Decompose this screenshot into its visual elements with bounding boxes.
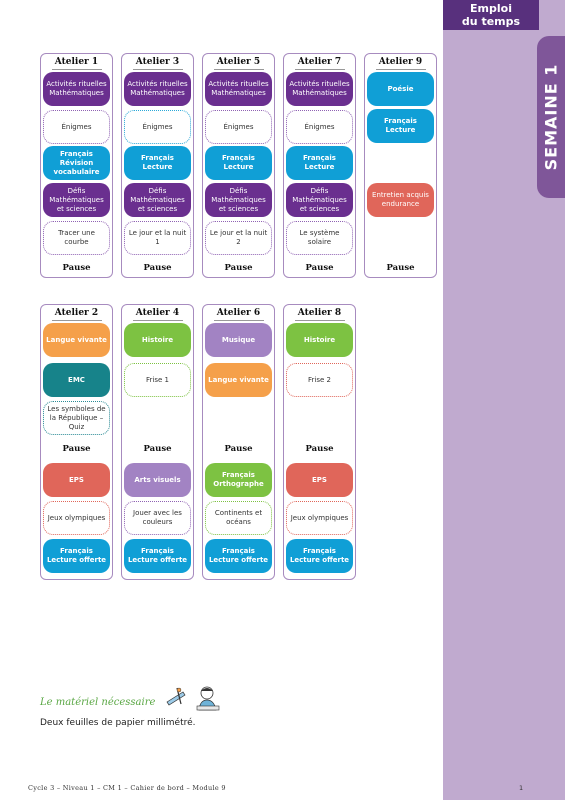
slot-jouer-couleurs: Jouer avec les couleurs: [124, 501, 191, 535]
slot-defis: Défis Mathématiques et sciences: [124, 183, 191, 217]
slot-poesie: Poésie: [367, 72, 434, 106]
slot-langue-vivante: Langue vivante: [43, 323, 110, 357]
pause-label: Pause: [305, 444, 334, 454]
slot-enigmes: Énigmes: [43, 110, 110, 144]
slot-activites-rituelles: Activités rituelles Mathématiques: [43, 72, 110, 106]
atelier-3: Atelier 3 Activités rituelles Mathématiq…: [121, 53, 194, 278]
slot-langue-vivante: Langue vivante: [205, 363, 272, 397]
slot-francais: Français Lecture: [367, 109, 434, 143]
slot-frise: Frise 1: [124, 363, 191, 397]
slot-francais: Français Lecture offerte: [286, 539, 353, 573]
atelier-title: Atelier 4: [122, 308, 193, 321]
atelier-title: Atelier 2: [41, 308, 112, 321]
pause-label: Pause: [386, 263, 415, 273]
slot-symboles: Les symboles de la République – Quiz: [43, 401, 110, 435]
pause-label: Pause: [224, 263, 253, 273]
slot-enigmes: Énigmes: [205, 110, 272, 144]
header-line2: du temps: [461, 15, 521, 28]
pause-label: Pause: [305, 263, 334, 273]
atelier-title: Atelier 8: [284, 308, 355, 321]
slot-emc: EMC: [43, 363, 110, 397]
atelier-title: Atelier 6: [203, 308, 274, 321]
slot-activites-rituelles: Activités rituelles Mathématiques: [286, 72, 353, 106]
page-number: 1: [519, 784, 524, 792]
materiel-text: Deux feuilles de papier millimétré.: [40, 718, 196, 728]
slot-defis: Défis Mathématiques et sciences: [286, 183, 353, 217]
slot-arts-visuels: Arts visuels: [124, 463, 191, 497]
slot-jeux-olympiques: Jeux olympiques: [43, 501, 110, 535]
slot-francais: Français Lecture: [205, 146, 272, 180]
atelier-title: Atelier 1: [41, 57, 112, 70]
slot-francais: Français Lecture: [124, 146, 191, 180]
header-tab: Emploi du temps: [443, 0, 539, 30]
slot-frise: Frise 2: [286, 363, 353, 397]
slot-entretien: Entretien acquis endurance: [367, 183, 434, 217]
week-tab: SEMAINE 1: [537, 36, 565, 198]
atelier-title: Atelier 3: [122, 57, 193, 70]
pause-label: Pause: [143, 263, 172, 273]
slot-francais: Français Révision vocabulaire: [43, 146, 110, 180]
atelier-2: Atelier 2 Langue vivante EMC Les symbole…: [40, 304, 113, 580]
ruler-pencil-icon: [166, 687, 186, 706]
pause-label: Pause: [62, 444, 91, 454]
atelier-7: Atelier 7 Activités rituelles Mathématiq…: [283, 53, 356, 278]
atelier-title: Atelier 5: [203, 57, 274, 70]
materiel-title: Le matériel nécessaire: [40, 697, 156, 708]
atelier-5: Atelier 5 Activités rituelles Mathématiq…: [202, 53, 275, 278]
slot-francais: Français Lecture offerte: [124, 539, 191, 573]
slot-enigmes: Énigmes: [124, 110, 191, 144]
slot-musique: Musique: [205, 323, 272, 357]
pause-label: Pause: [143, 444, 172, 454]
atelier-title: Atelier 7: [284, 57, 355, 70]
slot-activites-rituelles: Activités rituelles Mathématiques: [205, 72, 272, 106]
slot-enigmes: Énigmes: [286, 110, 353, 144]
child-writing-icon: [196, 686, 220, 711]
slot-histoire: Histoire: [124, 323, 191, 357]
slot-defis: Défis Mathématiques et sciences: [43, 183, 110, 217]
slot-activity: Le jour et la nuit 2: [205, 221, 272, 255]
slot-activity: Le jour et la nuit 1: [124, 221, 191, 255]
pause-label: Pause: [62, 263, 91, 273]
slot-francais-orthographe: Français Orthographe: [205, 463, 272, 497]
atelier-4: Atelier 4 Histoire Frise 1 Pause Arts vi…: [121, 304, 194, 580]
header-line1: Emploi: [470, 2, 512, 15]
slot-activity: Le système solaire: [286, 221, 353, 255]
slot-continents: Continents et océans: [205, 501, 272, 535]
week-label: SEMAINE 1: [541, 63, 561, 171]
slot-francais: Français Lecture offerte: [205, 539, 272, 573]
slot-activity: Tracer une courbe: [43, 221, 110, 255]
slot-activites-rituelles: Activités rituelles Mathématiques: [124, 72, 191, 106]
slot-histoire: Histoire: [286, 323, 353, 357]
slot-francais: Français Lecture: [286, 146, 353, 180]
atelier-6: Atelier 6 Musique Langue vivante Pause F…: [202, 304, 275, 580]
atelier-1: Atelier 1 Activités rituelles Mathématiq…: [40, 53, 113, 278]
slot-jeux-olympiques: Jeux olympiques: [286, 501, 353, 535]
atelier-8: Atelier 8 Histoire Frise 2 Pause EPS Jeu…: [283, 304, 356, 580]
footer-credits: Cycle 3 – Niveau 1 – CM 1 – Cahier de bo…: [28, 784, 226, 792]
slot-eps: EPS: [286, 463, 353, 497]
slot-francais: Français Lecture offerte: [43, 539, 110, 573]
slot-eps: EPS: [43, 463, 110, 497]
pause-label: Pause: [224, 444, 253, 454]
slot-defis: Défis Mathématiques et sciences: [205, 183, 272, 217]
atelier-9: Atelier 9 Poésie Français Lecture Entret…: [364, 53, 437, 278]
atelier-title: Atelier 9: [365, 57, 436, 70]
